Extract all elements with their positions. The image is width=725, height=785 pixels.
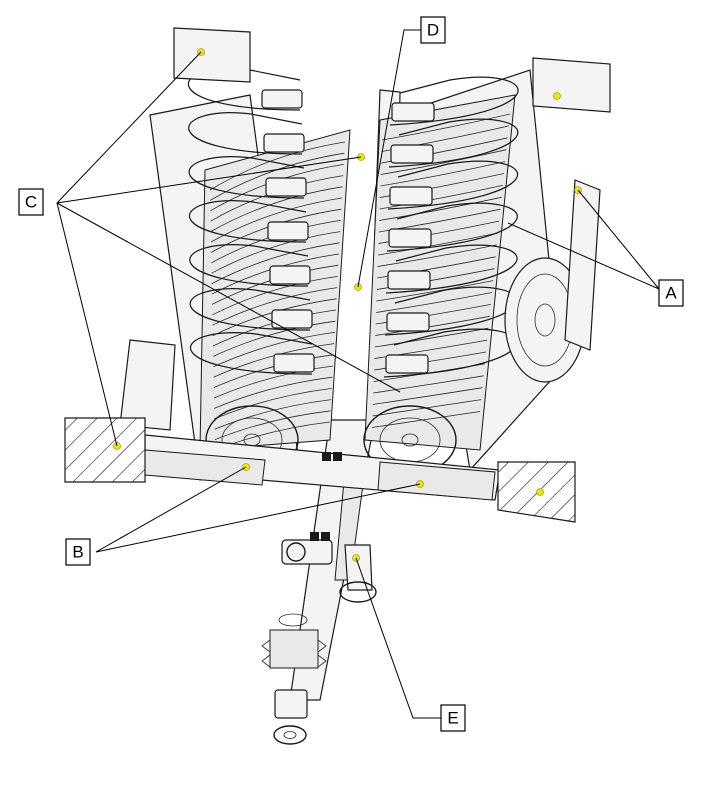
top-left-plate [173, 27, 251, 83]
machine-drawing [64, 27, 611, 745]
callout-b-label: B [72, 543, 83, 562]
callout-c: C [18, 188, 44, 216]
callout-b: B [65, 538, 91, 566]
callout-d-label: D [427, 21, 439, 40]
side-wheel [504, 179, 601, 383]
right-spring-tines [383, 76, 519, 378]
callout-c-label: C [25, 193, 37, 212]
callout-e-label: E [447, 709, 458, 728]
callout-a-label: A [665, 284, 677, 303]
top-right-plate [532, 57, 611, 113]
marker-c-right-block [536, 488, 544, 496]
callout-d: D [420, 16, 446, 44]
left-spring-tines [187, 68, 315, 375]
callout-a: A [658, 279, 684, 307]
parking-stand [339, 544, 377, 603]
callout-e: E [440, 704, 466, 732]
marker-c-right-plate [553, 92, 561, 100]
leader-lines [56, 29, 660, 719]
hitch-assembly [261, 539, 333, 745]
left-hatched-block [64, 417, 146, 483]
